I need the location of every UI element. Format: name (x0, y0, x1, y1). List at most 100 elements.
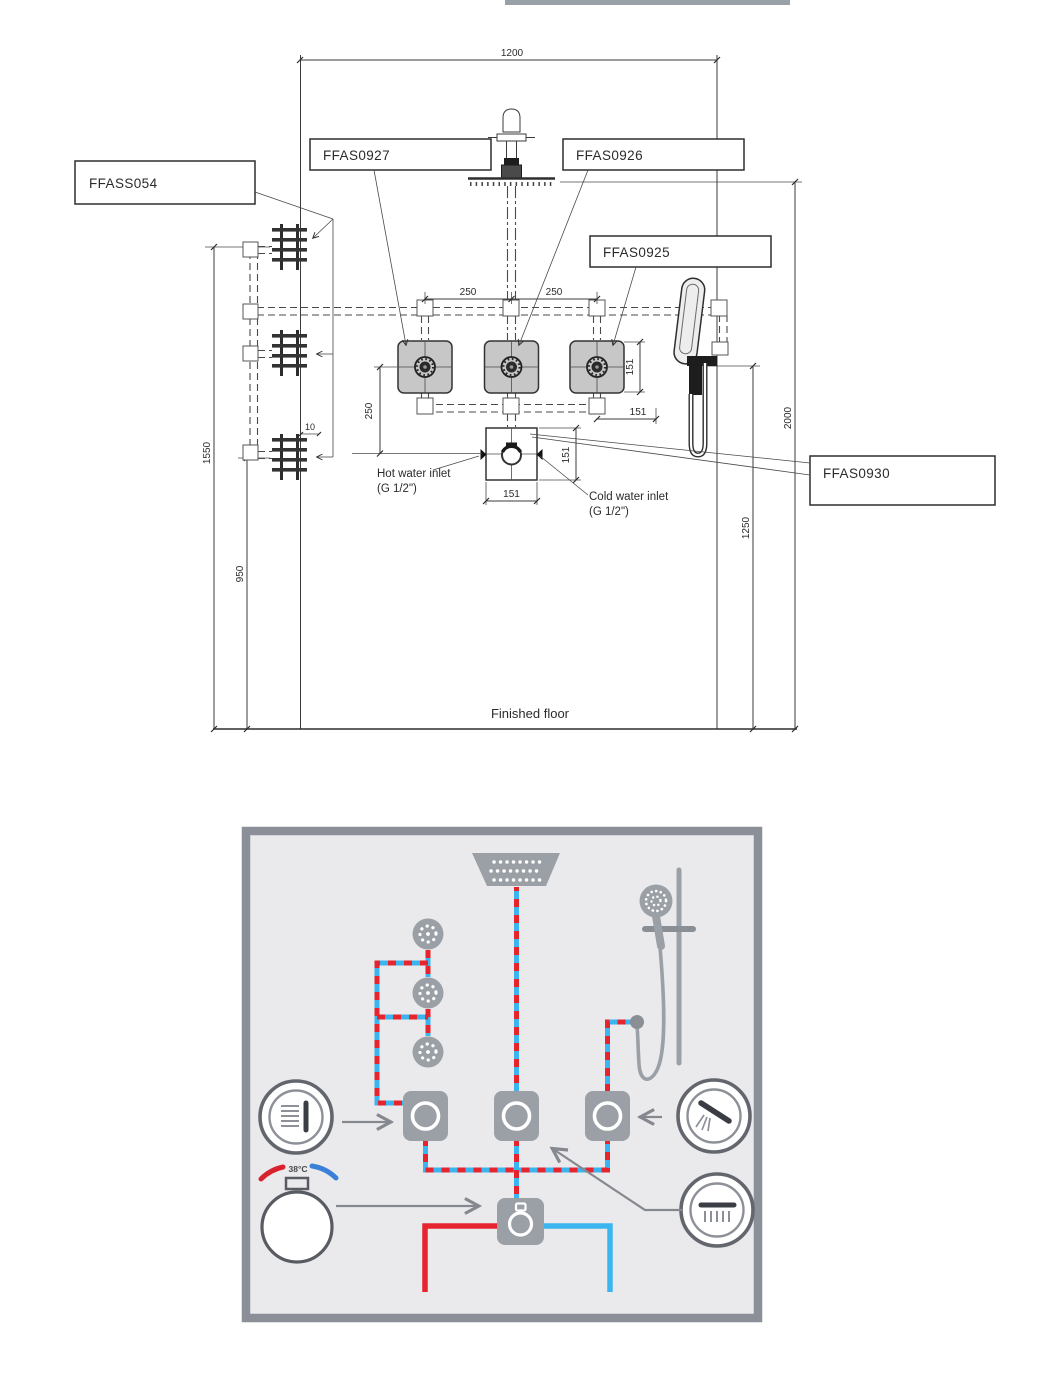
schematic-hand-shower (635, 867, 696, 1081)
flow-schematic-panel: 38°C (241, 826, 763, 1323)
pipe-fitting (710, 299, 728, 317)
dim-mixer-height: 151 (539, 424, 581, 484)
hot-water-note: Hot water inlet (G 1/2") (377, 455, 480, 495)
pipe-tee (242, 303, 259, 320)
svg-text:151: 151 (625, 358, 636, 375)
svg-text:151: 151 (630, 407, 647, 418)
callout-valve-right: FFAS0925 (589, 235, 772, 345)
dim-drop-to-mixer: 250 (352, 363, 482, 457)
thermostat-crown-icon (514, 1202, 527, 1212)
svg-text:250: 250 (546, 287, 563, 298)
body-spray-3 (412, 1036, 444, 1068)
svg-text:FFAS0930: FFAS0930 (823, 466, 890, 481)
svg-text:2000: 2000 (783, 406, 794, 429)
arrow-rain-to-valve (553, 1149, 682, 1212)
svg-text:1550: 1550 (202, 441, 213, 464)
callout-valve-left: FFAS0927 (309, 138, 492, 345)
svg-text:FFAS0927: FFAS0927 (323, 148, 390, 163)
ceiling-shower-arm (468, 108, 555, 186)
pipe-body-spray-circuit (374, 950, 431, 1106)
svg-text:Cold water inlet: Cold water inlet (589, 491, 669, 503)
dim-spray-top-height: 1550 (202, 243, 270, 733)
dim-wall-width: 1200 (296, 48, 721, 64)
mixed-water-pipes (374, 887, 644, 1198)
in-wall-piping (242, 186, 729, 461)
hose-junction-dot (630, 1015, 644, 1029)
rough-in-technical-drawing: Finished floor 1200 1550 950 2000 (74, 0, 996, 733)
valve-boxes (397, 340, 625, 394)
finished-floor-label: Finished floor (491, 706, 570, 721)
hot-arc-icon (258, 1164, 286, 1182)
pipe-fitting (502, 299, 520, 317)
callout-valve-center: FFAS0926 (519, 138, 745, 345)
pipe-fitting (711, 341, 729, 356)
pipe-manifold (423, 1141, 610, 1198)
dim-spray-gap: 10 (298, 422, 322, 437)
svg-text:Hot water inlet: Hot water inlet (377, 468, 451, 480)
body-spray-2 (412, 977, 444, 1009)
hand-shower-holder (687, 356, 717, 366)
dim-valve-spacing: 250 250 (421, 287, 601, 304)
dim-valve-bottom-offset: 151 (593, 407, 660, 424)
hot-supply-pipe (422, 1223, 498, 1292)
callout-mixer: FFAS0930 (529, 433, 996, 506)
body-spray-unit-bottom (272, 434, 307, 480)
hand-shower-figure (673, 277, 717, 458)
pipe-elbow (242, 241, 259, 258)
dim-head-height: 2000 (560, 178, 802, 733)
mixer-body (480, 427, 543, 481)
pipe-fitting (416, 397, 434, 415)
hand-shower-hose (635, 945, 666, 1081)
dim-spray-bottom-height: 950 (235, 454, 270, 733)
schematic-mixer (497, 1198, 544, 1245)
pipe-elbow (242, 444, 259, 461)
svg-text:(G 1/2"): (G 1/2") (377, 483, 417, 495)
cold-supply-pipe (544, 1223, 613, 1292)
schematic-arrows (336, 1117, 682, 1210)
cold-arc-icon (309, 1163, 339, 1181)
svg-text:151: 151 (561, 446, 572, 463)
dim-valve-size: 151 (624, 338, 645, 396)
dim-mixer-width: 151 (482, 482, 541, 505)
body-spray-unit-middle (272, 330, 307, 376)
schematic-valve-right (585, 1091, 630, 1141)
svg-text:1250: 1250 (741, 516, 752, 539)
rain-shower-function-icon (679, 1172, 755, 1248)
schematic-body-sprays (412, 918, 444, 1068)
hand-shower-function-icon (676, 1078, 752, 1154)
dial-tab (284, 1176, 310, 1191)
valve-right (569, 340, 625, 394)
schematic-rain-shower (472, 853, 560, 886)
cold-water-note: Cold water inlet (G 1/2") (539, 455, 669, 518)
body-spray-unit-top (272, 224, 307, 270)
cropped-top-bar (505, 0, 790, 5)
dim-hand-shower-height: 1250 (706, 362, 760, 733)
hot-inlet-port (480, 449, 487, 460)
thermostat-temp-label: 38°C (289, 1164, 308, 1174)
svg-text:10: 10 (305, 422, 315, 432)
body-spray-1 (412, 918, 444, 950)
svg-text:(G 1/2"): (G 1/2") (589, 506, 629, 518)
svg-text:FFAS0926: FFAS0926 (576, 148, 643, 163)
pipe-fitting (588, 397, 606, 415)
svg-text:FFAS0925: FFAS0925 (603, 245, 670, 260)
svg-text:151: 151 (503, 489, 520, 500)
svg-text:1200: 1200 (501, 48, 524, 59)
schematic-valves (403, 1091, 630, 1245)
callout-body-sprays: FFASS054 (74, 160, 334, 457)
schematic-valve-left (403, 1091, 448, 1141)
valve-center (483, 340, 540, 394)
svg-text:250: 250 (364, 402, 375, 419)
thermostat-dial: 38°C (258, 1163, 339, 1264)
pipe-fitting (502, 397, 520, 415)
svg-text:250: 250 (460, 287, 477, 298)
schematic-valve-center (494, 1091, 539, 1141)
valve-left (397, 340, 453, 394)
body-spray-function-icon (258, 1079, 334, 1155)
svg-text:950: 950 (235, 565, 246, 582)
pipe-hand-shower (605, 1019, 632, 1092)
svg-text:FFASS054: FFASS054 (89, 176, 158, 191)
pipe-fitting (242, 345, 259, 362)
